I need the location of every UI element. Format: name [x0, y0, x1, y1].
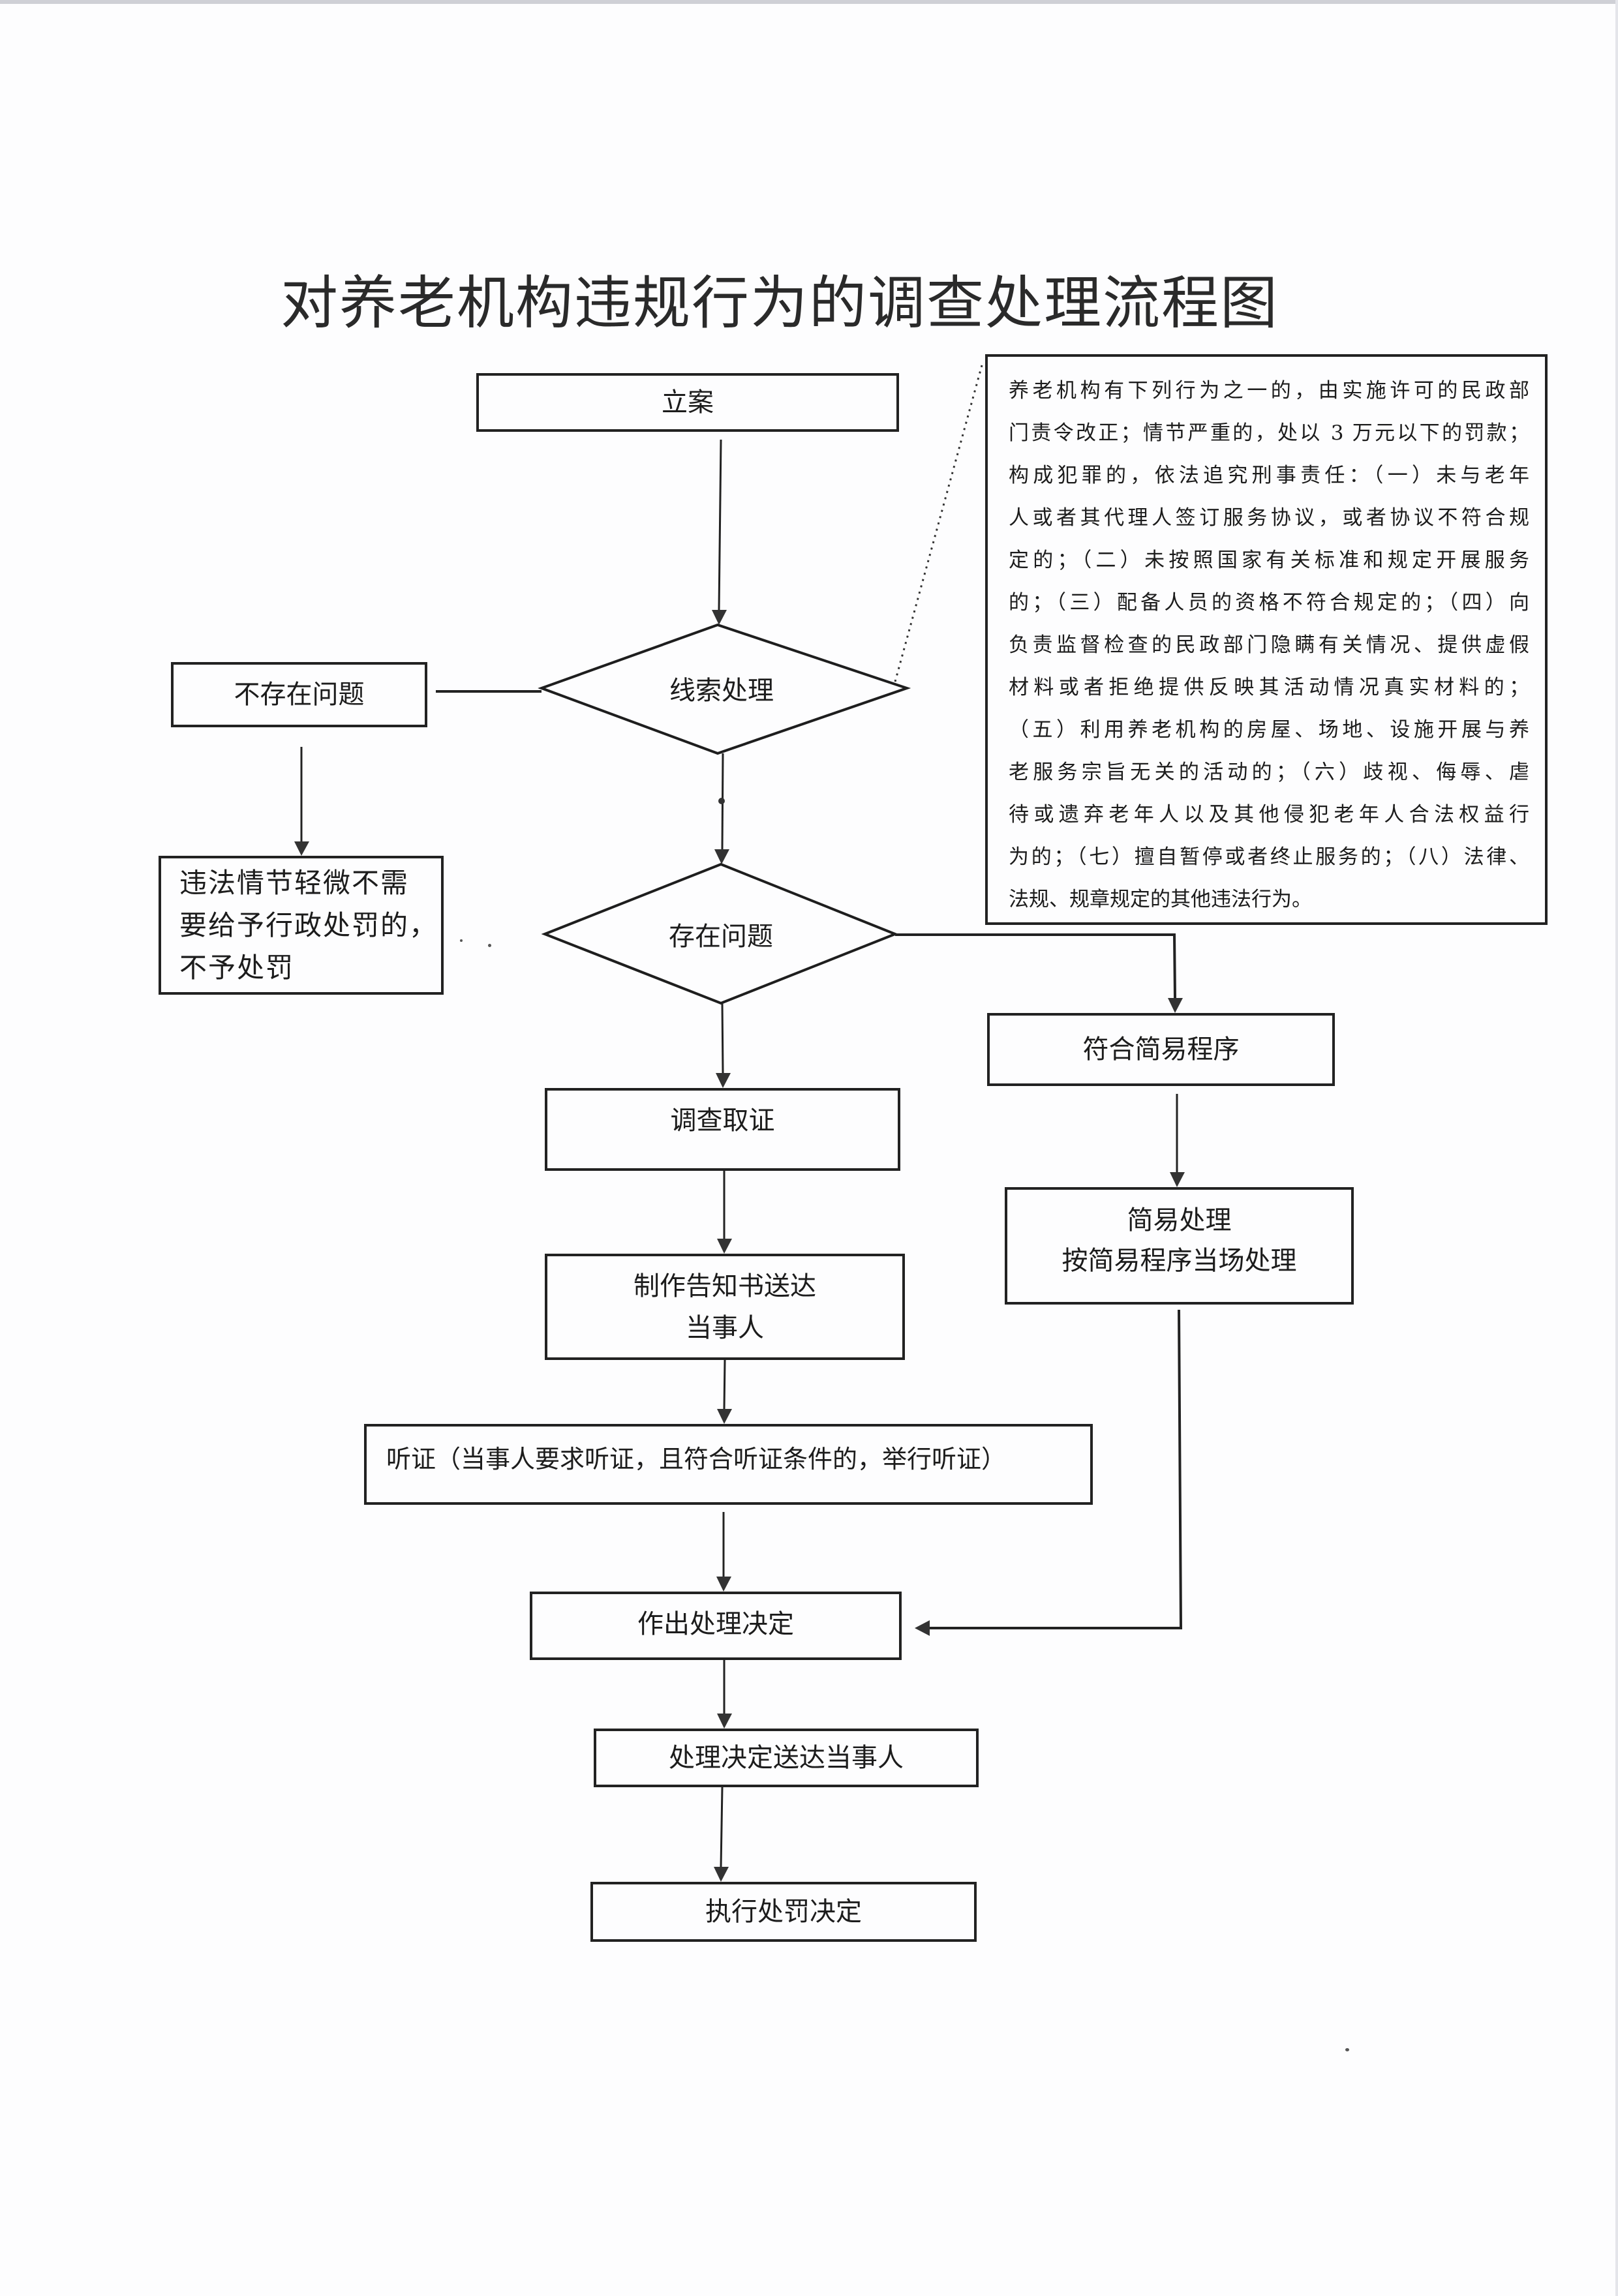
edge-clue-to-note-dotted: [894, 365, 983, 682]
edge-problem-to-simple: [895, 933, 1176, 999]
node-investigation: 调查取证: [545, 1088, 900, 1171]
note-line: 定的；（二）未按照国家有关标准和规定开展服务: [1009, 549, 1529, 572]
node-label: 处理决定送达当事人: [669, 1743, 904, 1773]
note-line: 待或遗弃老年人以及其他侵犯老年人合法权益行: [1009, 803, 1529, 826]
node-clue-handling-label: 线索处理: [669, 676, 774, 706]
node-label-line: 违法情节轻微不需: [179, 866, 410, 899]
arrowhead: [717, 1409, 732, 1424]
note-line: 法规、规章规定的其他违法行为。: [1009, 888, 1312, 911]
node-label: 调查取证: [670, 1106, 775, 1136]
connector-dot: [718, 798, 725, 804]
node-label-line: 简易处理: [1127, 1205, 1232, 1235]
note-line: 老服务宗旨无关的活动的；（六）歧视、侮辱、虐: [1009, 761, 1529, 784]
edge-filing-to-clue: [718, 439, 722, 611]
node-label-line: 当事人: [686, 1312, 764, 1343]
note-line: （五）利用养老机构的房屋、场地、设施开展与养: [1009, 718, 1529, 742]
node-simple-procedure-eligible: 符合简易程序: [987, 1013, 1335, 1086]
node-case-filing: 立案: [476, 373, 899, 432]
arrowhead: [915, 1620, 930, 1636]
edge-problem-to-investigation: [721, 1003, 724, 1074]
node-label: 听证（当事人要求听证，且符合听证条件的，举行听证）: [386, 1445, 1007, 1473]
node-label-line: 要给予行政处罚的，: [179, 909, 438, 941]
arrowhead: [714, 1867, 729, 1882]
node-simple-handling: 简易处理 按简易程序当场处理: [1005, 1187, 1354, 1305]
legal-note-box: 养老机构有下列行为之一的，由实施许可的民政部 门责令改正；情节严重的，处以 3 …: [985, 354, 1548, 925]
arrowhead: [717, 1714, 732, 1729]
node-decision: 作出处理决定: [530, 1592, 902, 1660]
note-line: 门责令改正；情节严重的，处以 3 万元以下的罚款；: [1009, 421, 1529, 445]
arrowhead: [716, 1073, 731, 1088]
node-label-line: 不予处罚: [179, 952, 295, 984]
node-label-line: 按简易程序当场处理: [1061, 1246, 1297, 1276]
node-decision-delivery: 处理决定送达当事人: [594, 1729, 979, 1787]
arrowhead: [1168, 998, 1183, 1013]
node-label: 立案: [662, 387, 714, 417]
arrowhead: [1170, 1172, 1185, 1187]
node-no-problem: 不存在问题: [171, 662, 427, 727]
node-execute-penalty: 执行处罚决定: [590, 1882, 977, 1942]
page-edge: [0, 0, 1618, 4]
note-line: 人或者其代理人签订服务协议，或者协议不符合规: [1009, 506, 1529, 530]
node-label-line: 制作告知书送达: [633, 1271, 816, 1301]
node-label: 作出处理决定: [637, 1609, 794, 1639]
node-problem-exists-label: 存在问题: [669, 922, 773, 952]
node-notice-delivery: 制作告知书送达 当事人: [545, 1254, 905, 1360]
arrowhead: [714, 849, 729, 864]
edge-notice-to-hearing: [723, 1359, 726, 1410]
arrowhead: [717, 1239, 732, 1254]
page-edge: [1615, 0, 1618, 2296]
note-line: 构成犯罪的，依法追究刑事责任：（一）未与老年: [1009, 464, 1529, 487]
note-line: 养老机构有下列行为之一的，由实施许可的民政部: [1009, 379, 1529, 402]
arrowhead: [294, 841, 309, 856]
edge-clue-to-problem: [721, 753, 724, 850]
scan-speck: [1345, 2048, 1349, 2051]
arrowhead: [716, 1577, 731, 1592]
note-line: 材料或者拒绝提供反映其活动情况真实材料的；: [1009, 676, 1529, 699]
arrowhead: [712, 610, 727, 625]
note-line: 为的；（七）擅自暂停或者终止服务的；（八）法律、: [1009, 845, 1529, 869]
scan-speck: [488, 944, 491, 947]
node-label: 符合简易程序: [1082, 1035, 1240, 1065]
scan-speck: [460, 939, 463, 942]
node-label: 执行处罚决定: [705, 1897, 862, 1927]
node-label: 不存在问题: [234, 680, 365, 710]
node-minor-violation: 违法情节轻微不需 要给予行政处罚的， 不予处罚: [159, 856, 444, 995]
node-hearing: 听证（当事人要求听证，且符合听证条件的，举行听证）: [364, 1424, 1093, 1505]
page-title: 对养老机构违规行为的调查处理流程图: [281, 269, 1279, 337]
note-line: 负责监督检查的民政部门隐瞒有关情况、提供虚假: [1009, 633, 1529, 657]
edge-delivery-to-execute: [720, 1787, 724, 1867]
note-line: 的；（三）配备人员的资格不符合规定的；（四）向: [1009, 591, 1529, 614]
